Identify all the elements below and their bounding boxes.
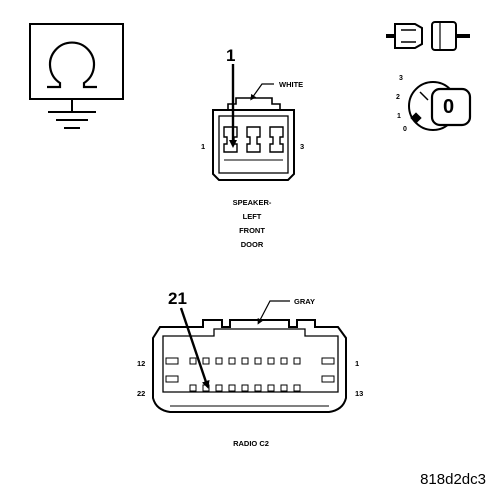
radio-pin-arrow [179,307,210,389]
speaker-connector [212,97,295,181]
ignition-key-label: 0 [443,96,454,118]
ignition-key-icon: 0 3 2 1 0 [396,75,472,133]
radio-cavity-row-1 [165,357,335,365]
speaker-wire-color: WHITE [279,80,303,89]
speaker-title-line-1: SPEAKER- [233,198,272,207]
radio-wire-color: GRAY [294,297,315,306]
radio-row2-left-pin: 22 [137,389,145,398]
speaker-title-line-4: DOOR [241,240,264,249]
speaker-title-line-3: FRONT [239,226,265,235]
speaker-wire-leader [250,83,274,101]
radio-row1-right-pin: 1 [355,359,359,368]
radio-cavity-row-2 [165,375,335,392]
ignition-position-2: 2 [396,94,400,101]
ignition-position-0: 0 [403,126,407,133]
radio-connector [152,319,347,413]
speaker-cavity-2 [246,126,261,153]
ignition-position-1: 1 [397,113,401,120]
speaker-title-line-2: LEFT [243,212,262,221]
radio-pin-callout: 21 [168,289,187,308]
radio-row1-left-pin: 12 [137,359,145,368]
radio-wire-leader [257,300,290,325]
ignition-position-3: 3 [399,75,403,82]
speaker-pin-callout: 1 [226,46,235,65]
disconnect-connector-icon [386,21,470,51]
speaker-right-pin-number: 3 [300,142,304,151]
speaker-left-pin-number: 1 [201,142,205,151]
radio-row2-right-pin: 13 [355,389,363,398]
radio-connector-title: RADIO C2 [233,439,269,448]
ohmmeter-ground-icon [29,23,124,129]
reference-code: 818d2dc3 [420,471,486,488]
speaker-cavity-3 [269,126,284,153]
